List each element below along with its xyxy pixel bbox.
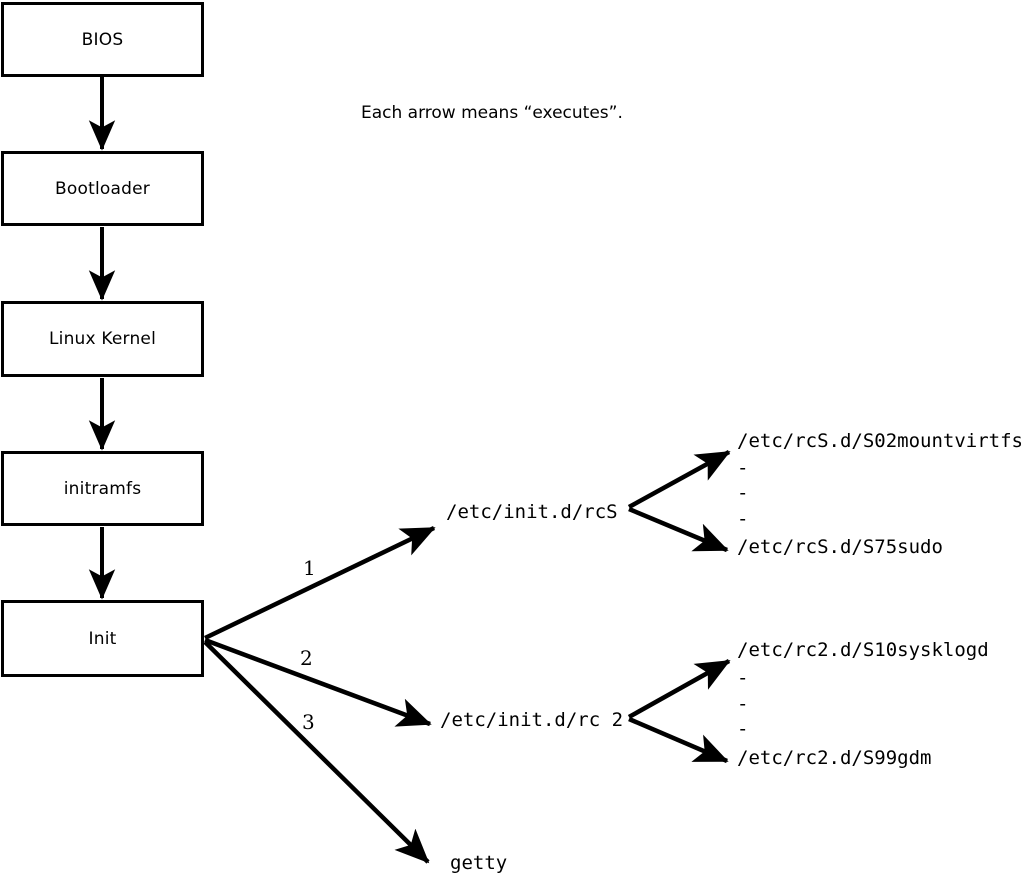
node-init-d-rc2[interactable]: /etc/init.d/rc 2 bbox=[440, 709, 624, 731]
node-bios[interactable]: BIOS bbox=[1, 2, 204, 77]
arrow-rc2-to-last-script bbox=[628, 716, 729, 764]
script-rcS-ellipsis-3: - bbox=[737, 508, 749, 530]
node-initramfs-label: initramfs bbox=[63, 478, 142, 499]
arrow-init-to-getty bbox=[203, 640, 430, 864]
script-rcS-ellipsis-2: - bbox=[737, 482, 749, 504]
script-rc2-ellipsis-3: - bbox=[737, 718, 749, 740]
arrow-init-to-rc2 bbox=[204, 637, 432, 727]
node-init-d-rcS[interactable]: /etc/init.d/rcS bbox=[446, 501, 618, 523]
node-getty[interactable]: getty bbox=[450, 852, 508, 874]
arrow-rc2-to-first-script bbox=[627, 659, 731, 719]
node-linux-kernel-label: Linux Kernel bbox=[48, 329, 156, 349]
script-rc2-ellipsis-1: - bbox=[737, 667, 749, 689]
legend-note: Each arrow means “executes”. bbox=[361, 103, 623, 123]
arrow-init-to-rcS bbox=[204, 525, 436, 641]
node-bootloader[interactable]: Bootloader bbox=[1, 151, 204, 226]
init-fanout-arrows bbox=[203, 525, 436, 864]
script-rcS-first[interactable]: /etc/rcS.d/S02mountvirtfs bbox=[737, 430, 1023, 452]
node-bios-label: BIOS bbox=[81, 29, 124, 50]
node-init[interactable]: Init bbox=[1, 600, 204, 677]
branch-number-2: 2 bbox=[300, 646, 313, 670]
arrow-rcS-to-first-script bbox=[627, 450, 731, 509]
arrow-rcS-to-last-script bbox=[628, 506, 729, 553]
script-rcS-last[interactable]: /etc/rcS.d/S75sudo bbox=[737, 536, 943, 558]
branch-number-3: 3 bbox=[302, 710, 315, 734]
script-rc2-last[interactable]: /etc/rc2.d/S99gdm bbox=[737, 747, 932, 769]
script-rc2-ellipsis-2: - bbox=[737, 693, 749, 715]
rcs-split-arrows bbox=[627, 450, 731, 553]
script-rc2-first[interactable]: /etc/rc2.d/S10sysklogd bbox=[737, 639, 989, 661]
script-rcS-ellipsis-1: - bbox=[737, 457, 749, 479]
node-initramfs[interactable]: initramfs bbox=[1, 451, 204, 526]
branch-number-1: 1 bbox=[303, 556, 316, 580]
node-init-label: Init bbox=[88, 628, 117, 649]
node-bootloader-label: Bootloader bbox=[55, 178, 150, 199]
rc2-split-arrows bbox=[627, 659, 731, 764]
node-linux-kernel[interactable]: Linux Kernel bbox=[1, 301, 204, 377]
